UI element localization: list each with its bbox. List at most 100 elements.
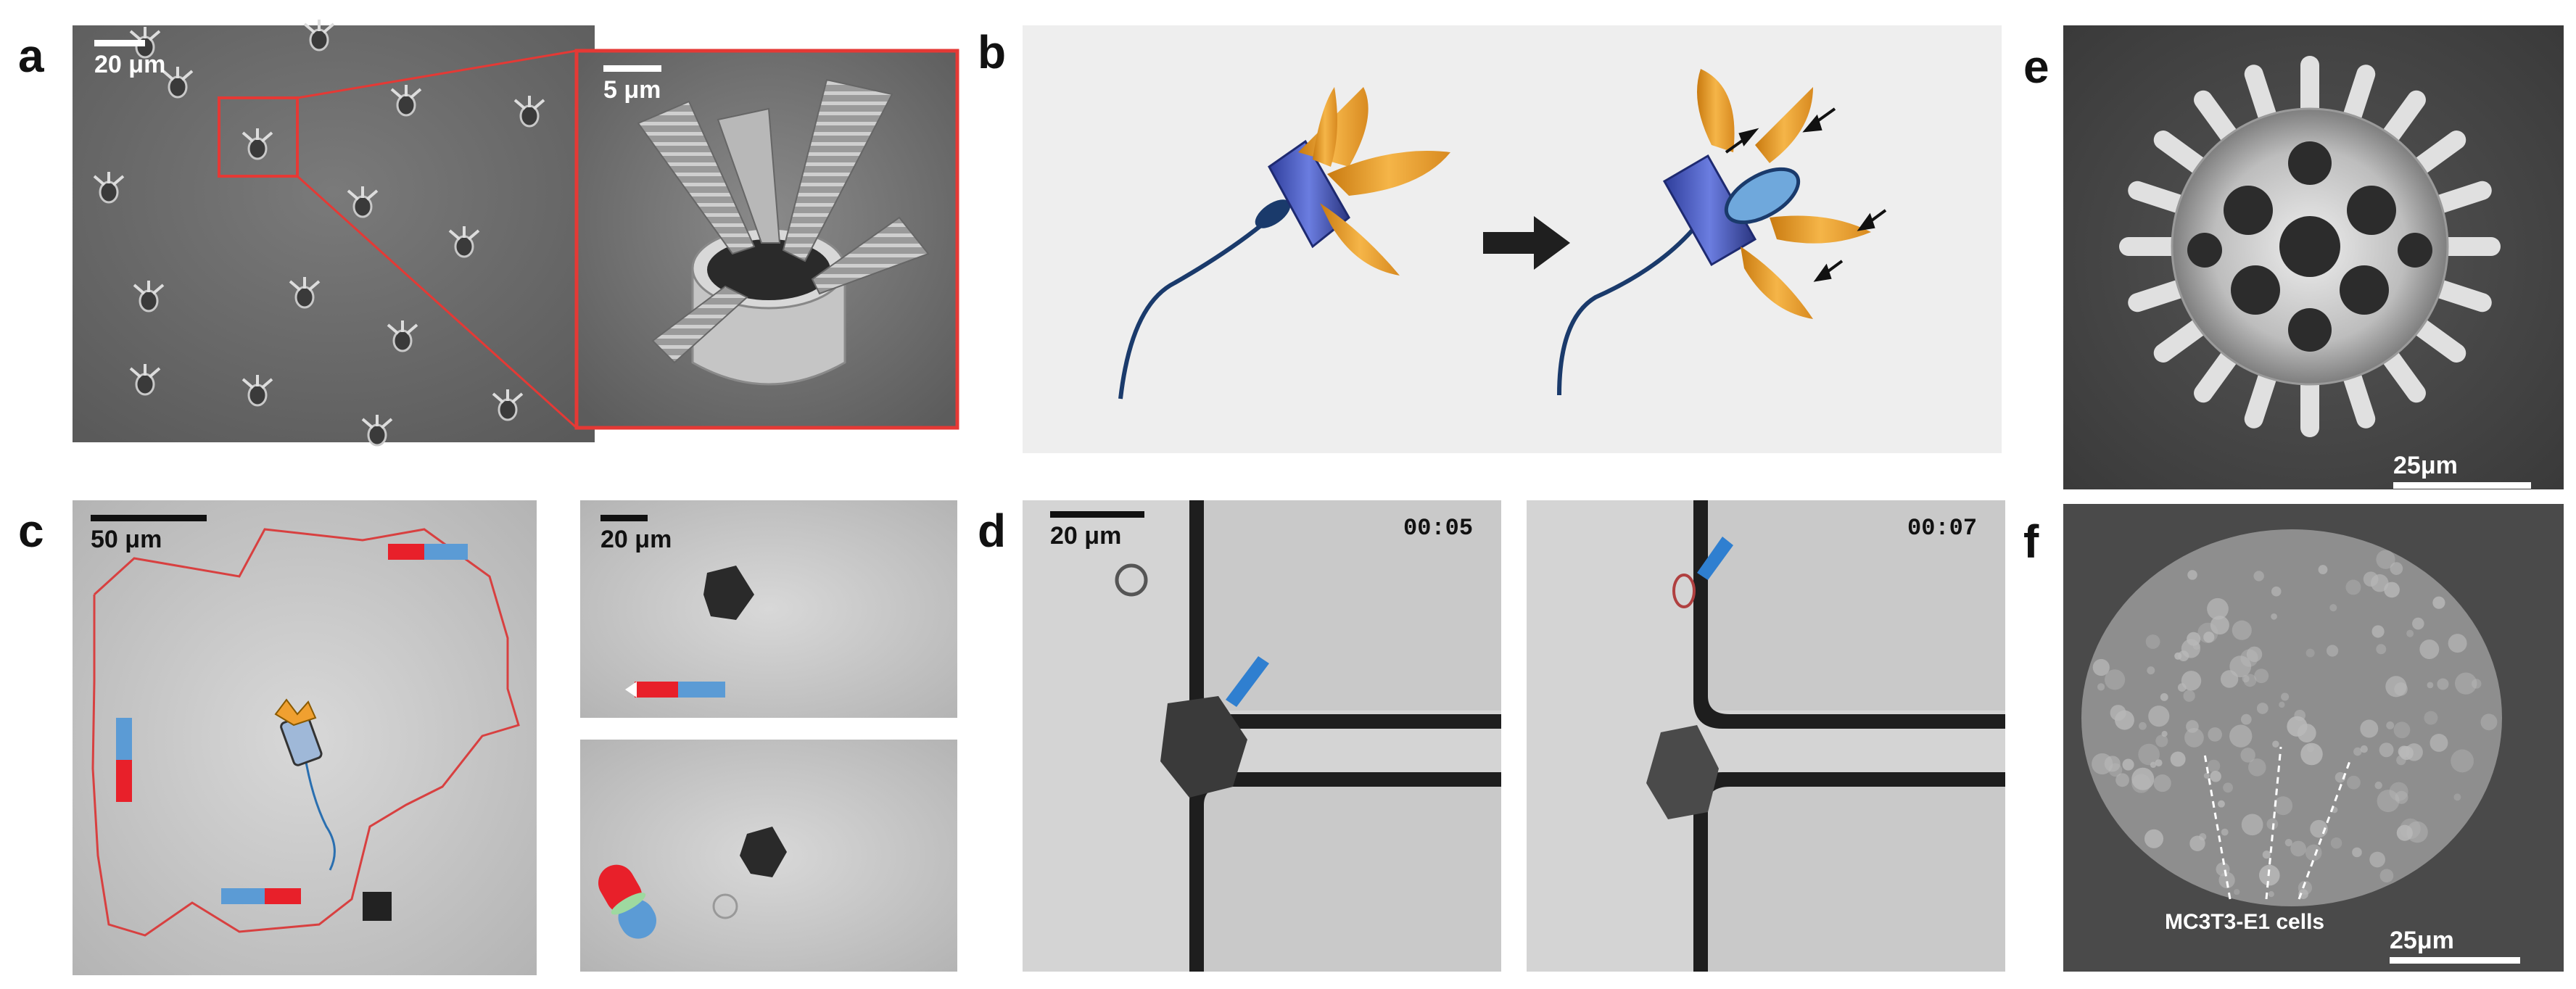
cell-texture [2262,851,2271,859]
sphere-spike [2244,65,2278,129]
sem-motor-arms [242,375,273,389]
cell-texture [2427,682,2434,689]
cell-texture [2271,586,2282,597]
cell-texture [2203,772,2210,779]
panel-label-d: d [978,505,1007,557]
cell-texture [2248,758,2266,777]
sphere-spike [2128,278,2192,313]
cell-texture [2221,828,2229,836]
cell-texture [2232,620,2252,640]
cell-texture [2271,613,2277,620]
sphere-spike [2408,131,2466,178]
cell-texture [2197,622,2218,643]
cell-texture [2223,782,2233,793]
cell-texture [2256,703,2269,714]
cell-texture [2305,648,2315,658]
cell-texture [2329,604,2337,612]
cell-texture [2234,888,2240,895]
cell-texture [2207,759,2221,773]
sphere-spike [2194,345,2241,403]
panel-label-c: c [18,505,44,557]
sem-motor-arms [129,27,161,41]
panel-c-inset-bottom [580,740,957,972]
cell-texture [2155,734,2168,748]
cell-texture [2307,745,2314,753]
sphere-spike [2153,131,2211,178]
scalebar-c-text: 50 μm [91,526,162,553]
sphere-spike [2379,345,2426,403]
sem-motor-arms [492,389,524,404]
panel-e-sem-sphere [2063,25,2564,489]
sem-motor-arms [303,20,335,34]
cell-texture [2229,724,2253,748]
cell-texture [2139,721,2147,730]
sem-motor-grid [93,20,545,447]
cell-texture [2379,742,2394,758]
panel-c-tracking [73,500,537,975]
cell-texture [2371,625,2385,638]
cell-texture [2170,751,2186,767]
panel-label-e: e [2023,41,2049,93]
timestamp-d-right: 00:07 [1907,515,1978,542]
sperm-motor-after [1557,69,1887,396]
sem-motor-arms [93,172,125,186]
cell-texture [2131,767,2155,790]
cell-texture [2374,781,2382,790]
cell-texture [2393,721,2411,739]
sphere-spike [2427,181,2492,215]
cell-texture [2147,666,2155,675]
cell-texture [2347,775,2361,790]
sphere-spike [2342,364,2376,429]
scalebar-c-inset-text: 20 μm [600,526,672,553]
sem-motor-arms [513,96,545,110]
cell-texture [2210,771,2221,782]
cell-texture [2369,851,2386,868]
cell-texture [2186,720,2199,733]
cell-texture [2389,782,2408,801]
cell-texture [2377,790,2400,813]
orientation-bars [116,544,468,904]
cell-texture [2122,758,2134,771]
sem-motor-arms [289,277,321,291]
panel-label-b: b [978,26,1007,78]
scalebar-c-inset: 20 μm [600,515,672,552]
panel-b-schematic [1023,25,2002,453]
cell-texture [2181,671,2202,691]
sem-motor-arms [361,415,393,429]
cell-texture [2115,773,2129,787]
scalebar-c: 50 μm [91,515,207,552]
cell-texture [2300,742,2323,766]
sem-motor-arms [347,186,379,201]
tracked-motor [274,698,336,871]
panel-d-microfluidic-later [1527,500,2005,972]
cell-texture [2376,644,2387,655]
cell-texture [2305,844,2322,861]
sem-motor-arms [129,364,161,378]
cell-texture [2218,800,2225,808]
cell-texture [2326,645,2339,657]
scalebar-e-text: 25μm [2393,452,2458,479]
cell-texture [2396,824,2413,841]
cell-texture [2203,632,2215,643]
cell-texture [2246,646,2263,663]
sphere-spike [2128,181,2192,215]
cell-texture [2160,693,2168,701]
cell-texture [2352,847,2362,858]
cell-texture [2353,747,2362,756]
zoom-connector-bottom [296,175,578,429]
cell-texture [2432,596,2445,609]
cell-texture [2451,749,2474,773]
sem-motor-arms [162,67,194,81]
cell-texture [2150,761,2157,769]
cell-texture [2272,740,2279,748]
cell-texture [2253,571,2264,582]
sphere-spike [2427,278,2492,313]
cell-texture [2360,719,2379,738]
cell-texture [2430,733,2448,752]
cell-texture [2184,728,2204,748]
cell-texture [2155,759,2163,767]
cell-texture [2208,727,2222,742]
scalebar-a: 20 μm [94,40,165,77]
sperm-motor-before [1118,87,1450,400]
